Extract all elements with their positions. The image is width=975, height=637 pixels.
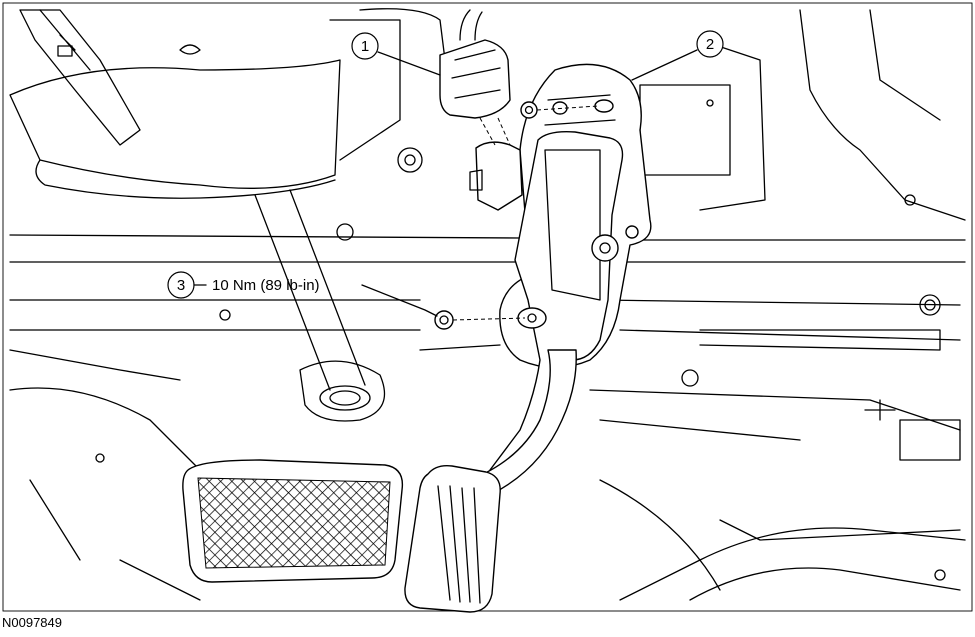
- callout-3: 3 10 Nm (89 lb-in): [167, 271, 438, 317]
- figure-id: N0097849: [2, 615, 62, 630]
- callout-1: 1: [351, 32, 441, 76]
- callout-3-number: 3: [177, 277, 185, 294]
- background-structure: [2, 2, 973, 612]
- callout-1-number: 1: [361, 38, 369, 55]
- accelerator-pedal-assembly: [404, 9, 652, 613]
- callout-2-number: 2: [706, 36, 714, 53]
- callout-3-torque: 10 Nm (89 lb-in): [212, 277, 320, 294]
- brake-pedal-pad: [182, 459, 404, 583]
- callout-2: 2: [631, 30, 724, 81]
